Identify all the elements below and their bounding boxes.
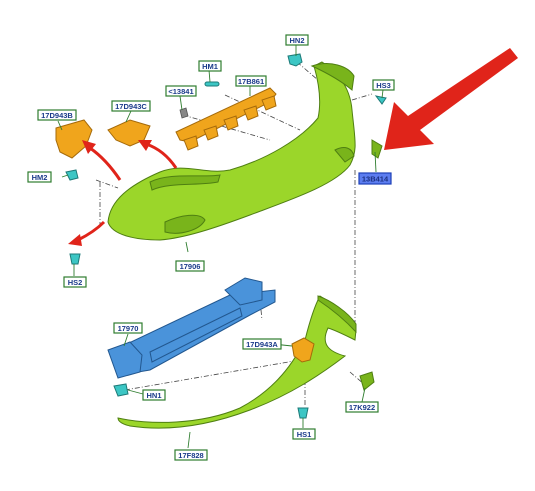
reinforcement-beam [107,277,276,379]
label-hm2: HM2 [27,171,52,183]
label-17b861: 17B861 [235,75,267,87]
label-17d943c: 17D943C [111,100,151,112]
fastener-hm1 [204,81,220,87]
red-arrow-curve-center [138,140,178,169]
fastener-hm2 [65,169,79,181]
label-17970: 17970 [113,322,143,334]
svg-text:HM2: HM2 [32,173,48,182]
svg-text:HM1: HM1 [202,62,218,71]
svg-text:<13841: <13841 [168,87,193,96]
svg-text:17B861: 17B861 [238,77,264,86]
fastener-hn1 [113,383,129,397]
svg-text:17D943A: 17D943A [246,340,278,349]
alignment-lines [95,61,373,405]
svg-text:13B414: 13B414 [362,175,389,184]
red-arrow-curve-lower [68,220,106,246]
svg-text:17D943B: 17D943B [41,111,73,120]
clip-bracket-lower [359,371,375,391]
fastener-hn2 [287,53,303,67]
fastener-hs3 [374,95,387,105]
svg-text:HS2: HS2 [68,278,83,287]
fastener-hs1 [297,407,309,419]
svg-text:17D943C: 17D943C [115,102,147,111]
label-17906: 17906 [175,260,205,272]
label-17d943a: 17D943A [242,338,282,350]
label-hs3: HS3 [372,79,395,91]
svg-text:HN1: HN1 [146,391,161,400]
side-bracket-lower [291,337,315,363]
label-hs1: HS1 [292,428,316,440]
svg-text:17906: 17906 [180,262,201,271]
label-13841: <13841 [165,85,197,97]
label-hn1: HN1 [142,389,166,401]
red-arrow-curve-left [82,140,122,181]
fastener-13841 [179,107,189,119]
leader-lines [57,44,384,449]
rear-bumper-cover [107,61,356,241]
label-17f828: 17F828 [174,449,208,461]
fastener-hs2 [69,253,81,265]
label-13b414: 13B414 [358,172,392,185]
svg-text:17970: 17970 [118,324,139,333]
label-17d943b: 17D943B [37,109,77,121]
svg-text:17K922: 17K922 [349,403,375,412]
red-arrow-large [384,48,518,150]
svg-text:HN2: HN2 [289,36,304,45]
lower-valance [117,295,357,429]
label-hn2: HN2 [285,34,309,46]
svg-text:17F828: 17F828 [178,451,203,460]
energy-absorber [175,87,277,151]
clip-bracket-upper [371,139,383,159]
label-hs2: HS2 [63,276,87,288]
svg-text:HS1: HS1 [297,430,312,439]
label-17k922: 17K922 [345,401,379,413]
label-hm1: HM1 [198,60,222,72]
side-bracket-left [55,119,93,159]
svg-text:HS3: HS3 [376,81,391,90]
